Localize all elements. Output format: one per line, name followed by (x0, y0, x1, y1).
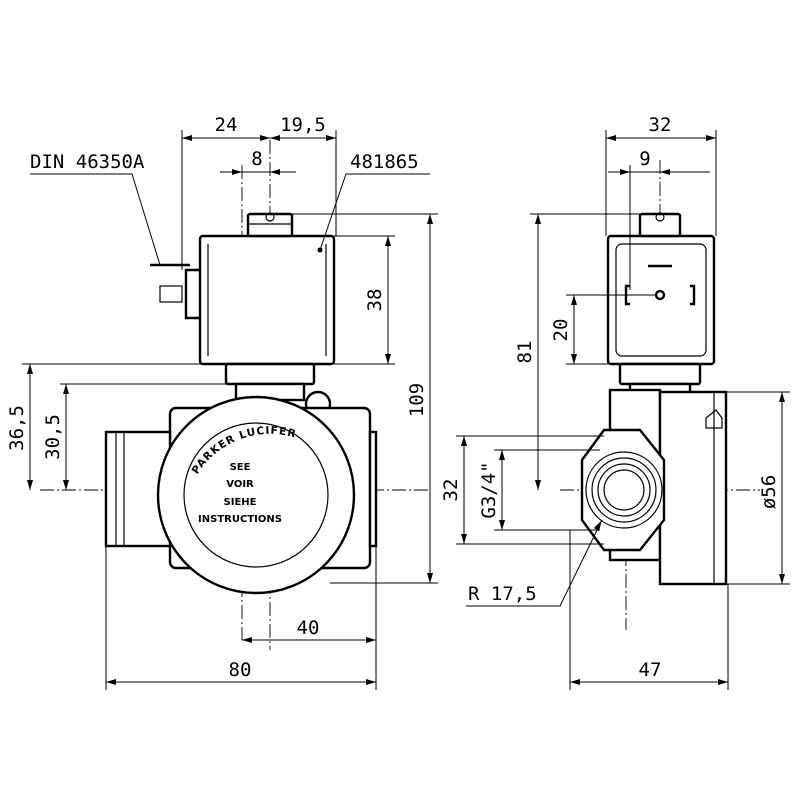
label-plate-line2: VOIR (226, 479, 254, 490)
dim-label-109: 109 (406, 383, 428, 417)
arrowhead (106, 679, 116, 685)
arrowhead (63, 384, 69, 394)
arrowhead (461, 436, 467, 446)
front-coil-housing (198, 234, 336, 366)
arrowhead (499, 520, 505, 530)
dim-label-38: 38 (364, 289, 386, 312)
arrowhead (570, 679, 580, 685)
arrowhead (779, 392, 785, 402)
arrowhead (427, 573, 433, 583)
dim-label-20: 20 (550, 319, 572, 342)
front-connector-blade (159, 285, 183, 303)
arrowhead (242, 637, 252, 643)
dim-label-32-top: 32 (649, 114, 672, 136)
dim-label-36-5: 36,5 (6, 405, 28, 451)
din-reference-label: DIN 46350A (30, 151, 145, 173)
label-plate-line4: INSTRUCTIONS (198, 514, 282, 525)
part-number-leader (319, 173, 430, 251)
arrowhead (779, 574, 785, 584)
arrowhead (366, 637, 376, 643)
arrowhead (535, 214, 541, 224)
arrowhead (535, 480, 541, 490)
arrowhead (366, 679, 376, 685)
dim-label-47: 47 (639, 659, 662, 681)
arrowhead (385, 236, 391, 246)
side-port-inner-ring (597, 463, 651, 517)
arrowhead (718, 679, 728, 685)
front-connector-tab (184, 268, 200, 320)
arrowhead (326, 135, 336, 141)
side-port-hex (580, 428, 666, 552)
arrowhead (571, 295, 577, 305)
side-port-thread-ring (591, 457, 657, 523)
side-plate-tab (705, 409, 723, 429)
radius-leader (466, 519, 603, 607)
front-label-plate (156, 395, 356, 595)
dim-label-32-left: 32 (440, 479, 462, 502)
dim-label-19-5: 19,5 (280, 114, 326, 136)
side-view: 32 9 81 20 32 G3/4" (440, 114, 790, 690)
arrowhead (461, 534, 467, 544)
arrowhead (385, 354, 391, 364)
arrowhead (499, 450, 505, 460)
arrowhead (620, 169, 630, 175)
dim-label-80: 80 (229, 659, 252, 681)
label-plate-line1: SEE (230, 462, 251, 473)
side-plate-block (658, 390, 728, 586)
dim-label-9: 9 (639, 148, 650, 170)
arrowhead (706, 135, 716, 141)
arrowhead (594, 520, 602, 531)
din-leader (30, 173, 161, 266)
front-top-nut-hole (265, 212, 275, 222)
side-port-outer-ring (585, 451, 663, 529)
arrowhead (660, 169, 670, 175)
dim-label-40: 40 (297, 617, 320, 639)
arrowhead (427, 214, 433, 224)
dim-label-30-5: 30,5 (42, 414, 64, 460)
side-top-nut-hole (655, 212, 665, 222)
leader-dot (317, 247, 323, 253)
dim-label-8: 8 (251, 148, 262, 170)
side-connector-pin-right (690, 284, 696, 306)
arrowhead (27, 480, 33, 490)
arrowhead (270, 135, 280, 141)
front-right-port (368, 430, 378, 548)
arrowhead (260, 135, 270, 141)
front-view: PARKER LUCIFER SEE VOIR SIEHE INSTRUCTIO… (6, 114, 438, 690)
part-number-label: 481865 (350, 151, 419, 173)
arrowhead (27, 364, 33, 374)
arrowhead (63, 480, 69, 490)
arrowhead (270, 169, 280, 175)
front-label-plate-inner (183, 422, 329, 568)
arrowhead (571, 354, 577, 364)
dim-label-81: 81 (514, 341, 536, 364)
arrowhead (232, 169, 242, 175)
arrowhead (182, 135, 192, 141)
arrowhead (606, 135, 616, 141)
front-top-nut (246, 212, 294, 238)
dim-label-diameter: ø56 (758, 475, 780, 509)
side-connector-screw (654, 289, 666, 301)
label-plate-line3: SIEHE (224, 497, 257, 508)
dim-label-24: 24 (215, 114, 238, 136)
side-lower-nut (618, 362, 702, 386)
side-connector-face (615, 243, 707, 357)
dim-label-radius: R 17,5 (468, 583, 537, 605)
front-lower-nut (224, 362, 316, 386)
side-top-nut (638, 212, 682, 238)
side-port-bore (603, 469, 645, 511)
dim-label-thread: G3/4" (478, 461, 500, 518)
